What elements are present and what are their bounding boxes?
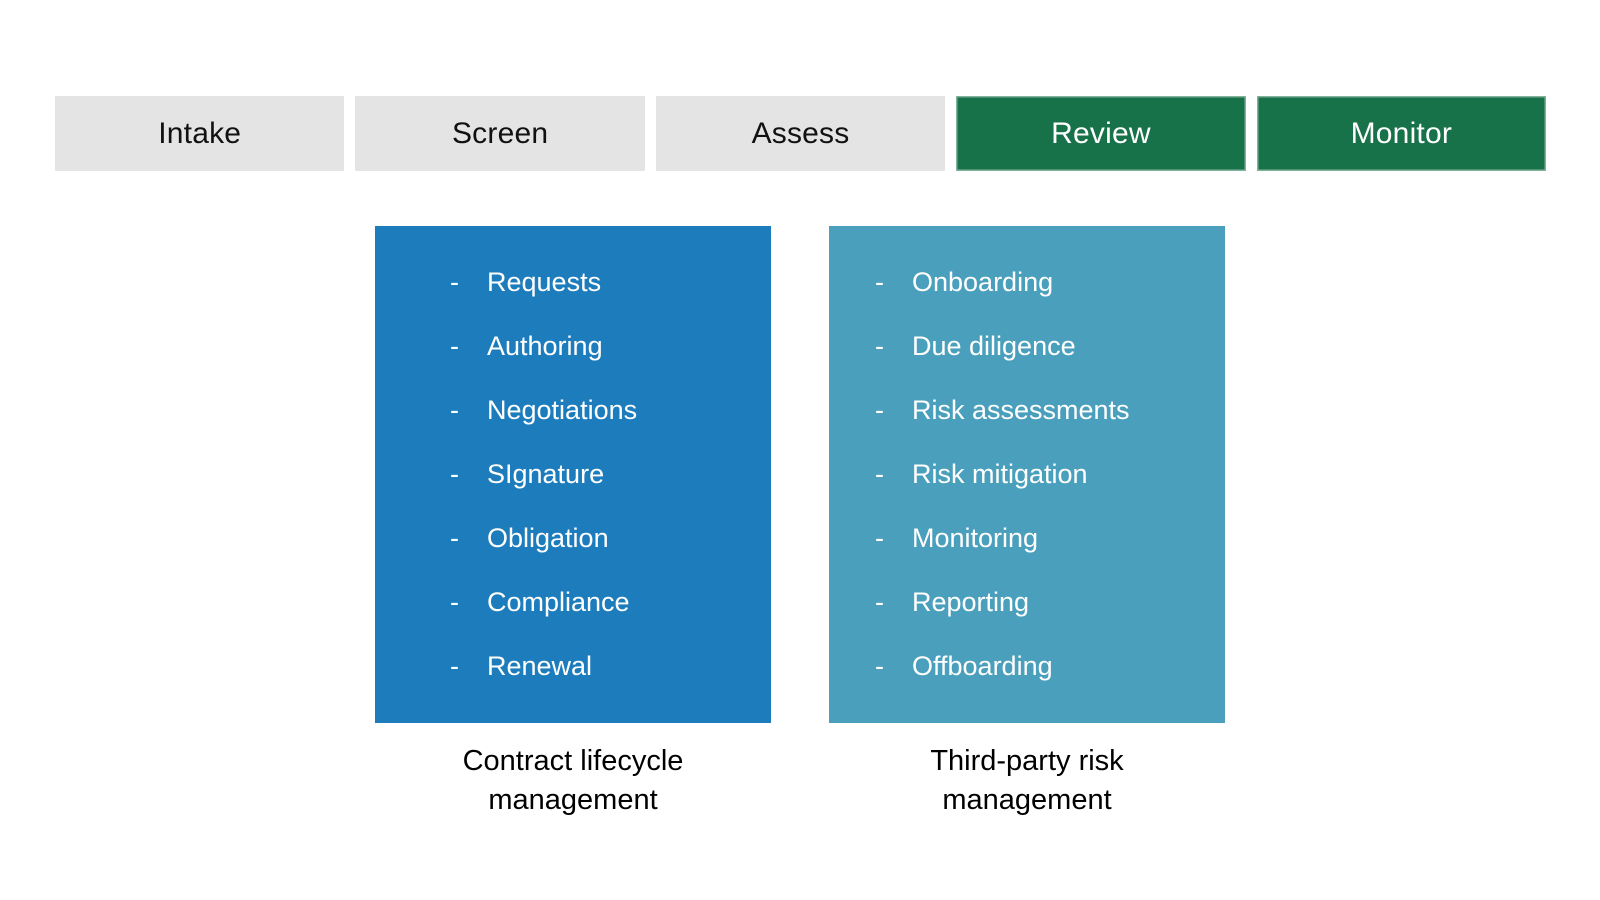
dash-bullet-icon: - xyxy=(875,522,884,553)
list-item: - Due diligence xyxy=(875,314,1215,378)
list-item: - Authoring xyxy=(450,314,761,378)
list-item: - Onboarding xyxy=(875,250,1215,314)
tprm-item-list: - Onboarding - Due diligence - Risk asse… xyxy=(829,226,1225,698)
list-item: - Requests xyxy=(450,250,761,314)
caption-contract-lifecycle: Contract lifecycle management xyxy=(375,742,771,820)
dash-bullet-icon: - xyxy=(450,586,459,617)
stage-label: Review xyxy=(1051,116,1151,150)
dash-bullet-icon: - xyxy=(875,458,884,489)
item-label: SIgnature xyxy=(487,458,605,489)
caption-line: management xyxy=(942,784,1112,816)
dash-bullet-icon: - xyxy=(875,266,884,297)
list-item: - Compliance xyxy=(450,570,761,634)
dash-bullet-icon: - xyxy=(875,394,884,425)
list-item: - Reporting xyxy=(875,570,1215,634)
item-label: Due diligence xyxy=(912,330,1076,361)
list-item: - Monitoring xyxy=(875,506,1215,570)
stage-label: Assess xyxy=(751,116,850,150)
dash-bullet-icon: - xyxy=(450,266,459,297)
item-label: Onboarding xyxy=(912,266,1054,297)
stage-intake[interactable]: Intake xyxy=(55,96,345,171)
caption-line: management xyxy=(488,784,658,816)
caption-third-party-risk: Third-party risk management xyxy=(829,742,1225,820)
dash-bullet-icon: - xyxy=(875,330,884,361)
item-label: Authoring xyxy=(487,330,603,361)
item-label: Negotiations xyxy=(487,394,638,425)
item-label: Reporting xyxy=(912,586,1030,617)
dash-bullet-icon: - xyxy=(875,586,884,617)
dash-bullet-icon: - xyxy=(875,650,884,681)
list-item: - Offboarding xyxy=(875,634,1215,698)
item-label: Monitoring xyxy=(912,522,1039,553)
stage-review[interactable]: Review xyxy=(956,96,1246,171)
item-label: Compliance xyxy=(487,586,630,617)
list-item: - Obligation xyxy=(450,506,761,570)
caption-line: Contract lifecycle xyxy=(462,745,684,777)
item-label: Risk mitigation xyxy=(912,458,1088,489)
stage-screen[interactable]: Screen xyxy=(355,96,645,171)
panel-third-party-risk: - Onboarding - Due diligence - Risk asse… xyxy=(829,226,1225,723)
item-label: Offboarding xyxy=(912,650,1053,681)
dash-bullet-icon: - xyxy=(450,650,459,681)
stage-row: Intake Screen Assess Review Monitor xyxy=(55,96,1547,171)
dash-bullet-icon: - xyxy=(450,458,459,489)
dash-bullet-icon: - xyxy=(450,394,459,425)
clm-item-list: - Requests - Authoring - Negotiations - … xyxy=(375,226,771,698)
list-item: - Renewal xyxy=(450,634,761,698)
item-label: Obligation xyxy=(487,522,609,553)
dash-bullet-icon: - xyxy=(450,330,459,361)
item-label: Renewal xyxy=(487,650,593,681)
stage-monitor[interactable]: Monitor xyxy=(1256,96,1547,171)
stage-label: Monitor xyxy=(1350,116,1453,150)
list-item: - SIgnature xyxy=(450,442,761,506)
list-item: - Risk mitigation xyxy=(875,442,1215,506)
list-item: - Negotiations xyxy=(450,378,761,442)
stage-assess[interactable]: Assess xyxy=(655,96,946,171)
panel-contract-lifecycle: - Requests - Authoring - Negotiations - … xyxy=(375,226,771,723)
dash-bullet-icon: - xyxy=(450,522,459,553)
stage-label: Screen xyxy=(451,116,549,150)
stage-label: Intake xyxy=(158,116,242,150)
list-item: - Risk assessments xyxy=(875,378,1215,442)
caption-line: Third-party risk xyxy=(930,745,1124,777)
item-label: Risk assessments xyxy=(912,394,1130,425)
item-label: Requests xyxy=(487,266,602,297)
